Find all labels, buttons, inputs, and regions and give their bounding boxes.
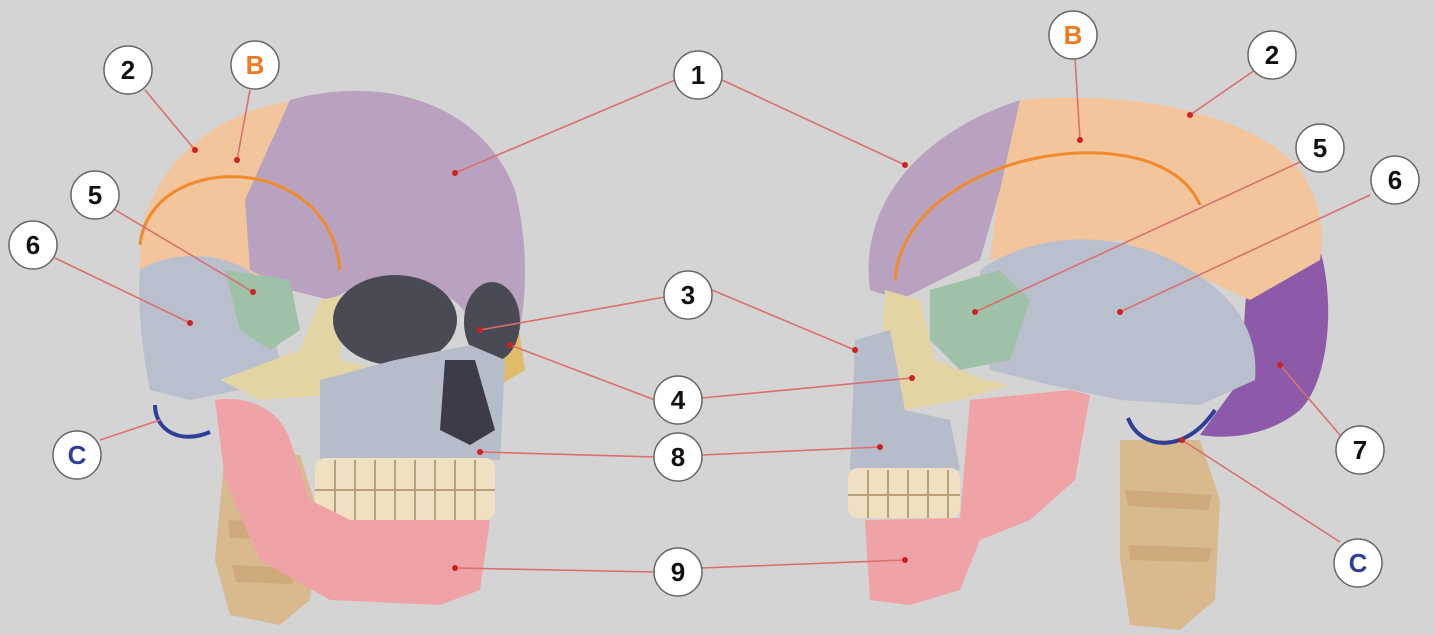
leader-4a [510, 345, 655, 400]
label-6-right: 6 [1371, 156, 1419, 204]
label-7: 7 [1336, 426, 1384, 474]
leader-1a [455, 80, 675, 173]
label-c-right: C [1334, 539, 1382, 587]
svg-text:9: 9 [671, 557, 685, 587]
leader-2b [1190, 70, 1255, 115]
label-5-right: 5 [1296, 124, 1344, 172]
svg-text:7: 7 [1353, 435, 1367, 465]
leader-c-a [100, 420, 160, 440]
svg-text:5: 5 [1313, 133, 1327, 163]
leader-2a [145, 90, 195, 150]
left-skull [139, 91, 525, 625]
label-5-left: 5 [71, 171, 119, 219]
label-2-left: 2 [104, 46, 152, 94]
svg-text:4: 4 [671, 385, 686, 415]
svg-text:2: 2 [1265, 40, 1279, 70]
leader-8a [480, 452, 655, 457]
svg-text:1: 1 [691, 60, 705, 90]
label-1: 1 [674, 51, 722, 99]
svg-text:B: B [1064, 20, 1083, 50]
label-2-right: 2 [1248, 31, 1296, 79]
svg-text:C: C [68, 440, 87, 470]
label-c-left: C [53, 431, 101, 479]
left-arc-c [155, 405, 210, 437]
leader-3b [712, 290, 855, 350]
right-skull [848, 98, 1328, 630]
label-b-right: B [1049, 11, 1097, 59]
svg-text:B: B [246, 50, 265, 80]
label-6-left: 6 [9, 221, 57, 269]
right-arc-c [1128, 410, 1215, 443]
leader-9a [455, 568, 655, 572]
svg-text:C: C [1349, 548, 1368, 578]
right-teeth [848, 468, 960, 518]
label-b-left: B [231, 41, 279, 89]
label-3: 3 [664, 271, 712, 319]
svg-text:2: 2 [121, 55, 135, 85]
label-8: 8 [654, 433, 702, 481]
svg-text:3: 3 [681, 280, 695, 310]
svg-text:6: 6 [26, 230, 40, 260]
label-9: 9 [654, 548, 702, 596]
right-vertebrae [1120, 440, 1220, 630]
leader-1b [722, 80, 905, 165]
svg-text:6: 6 [1388, 165, 1402, 195]
label-4: 4 [654, 376, 702, 424]
svg-text:5: 5 [88, 180, 102, 210]
svg-text:8: 8 [671, 442, 685, 472]
